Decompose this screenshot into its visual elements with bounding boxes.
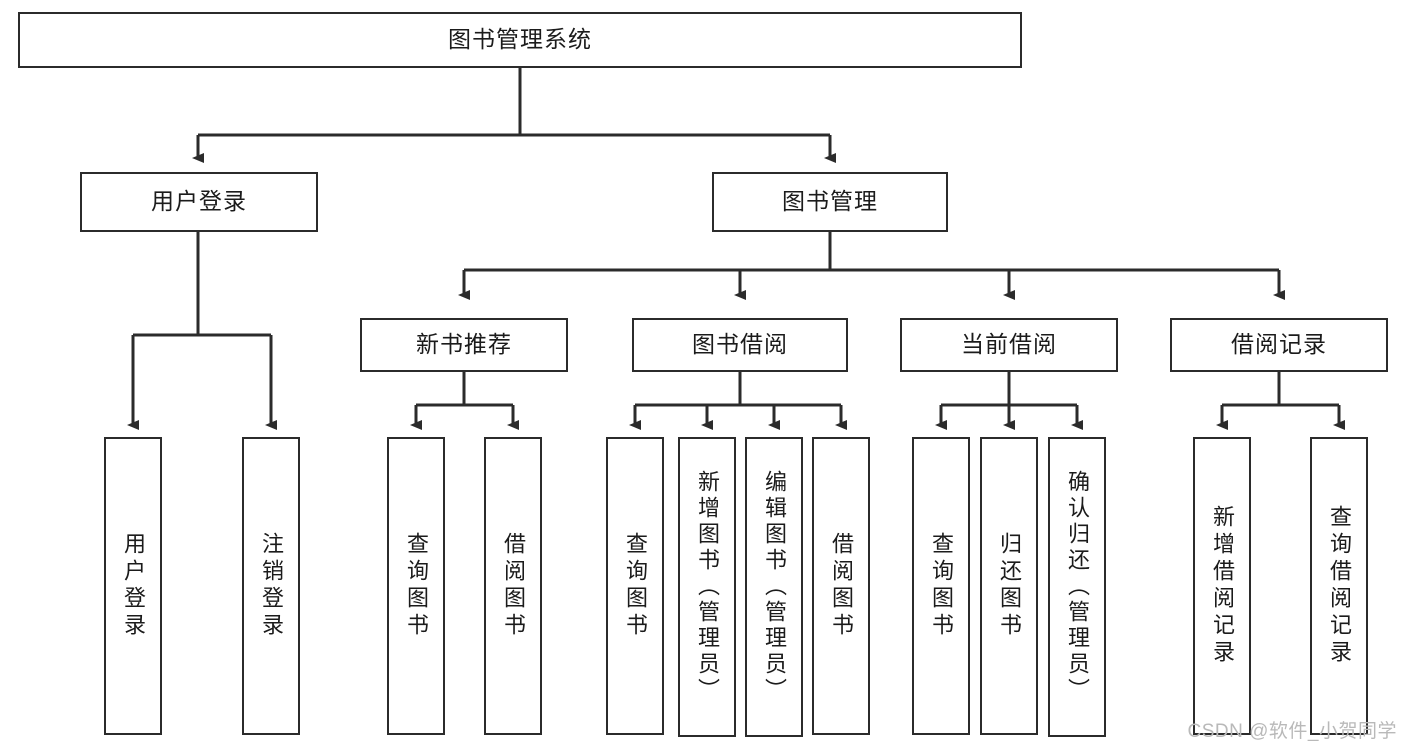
leaf-borrow-record-add-label: 新增借阅记录 bbox=[1210, 505, 1235, 667]
node-book-borrow-label: 图书借阅 bbox=[692, 331, 788, 358]
watermark: CSDN @软件_小贺同学 bbox=[1187, 721, 1397, 742]
node-user-login-label: 用户登录 bbox=[151, 188, 247, 215]
leaf-current-borrow-confirm-label: 确认归还（管理员） bbox=[1065, 470, 1090, 704]
leaf-new-book-query[interactable]: 查询图书 bbox=[387, 437, 445, 735]
leaf-book-borrow-add-label: 新增图书（管理员） bbox=[695, 470, 720, 704]
node-current-borrow[interactable]: 当前借阅 bbox=[900, 318, 1118, 372]
leaf-book-borrow-borrow-label: 借阅图书 bbox=[829, 532, 854, 640]
leaf-user-login-login-label: 用户登录 bbox=[121, 532, 146, 640]
node-root-label: 图书管理系统 bbox=[448, 26, 592, 53]
leaf-book-borrow-edit[interactable]: 编辑图书（管理员） bbox=[745, 437, 803, 737]
leaf-book-borrow-borrow[interactable]: 借阅图书 bbox=[812, 437, 870, 735]
leaf-borrow-record-query[interactable]: 查询借阅记录 bbox=[1310, 437, 1368, 735]
leaf-current-borrow-confirm[interactable]: 确认归还（管理员） bbox=[1048, 437, 1106, 737]
leaf-current-borrow-query[interactable]: 查询图书 bbox=[912, 437, 970, 735]
node-new-book-recommend-label: 新书推荐 bbox=[416, 331, 512, 358]
node-new-book-recommend[interactable]: 新书推荐 bbox=[360, 318, 568, 372]
leaf-borrow-record-add[interactable]: 新增借阅记录 bbox=[1193, 437, 1251, 735]
leaf-book-borrow-query[interactable]: 查询图书 bbox=[606, 437, 664, 735]
leaf-user-login-login[interactable]: 用户登录 bbox=[104, 437, 162, 735]
leaf-current-borrow-return[interactable]: 归还图书 bbox=[980, 437, 1038, 735]
node-user-login[interactable]: 用户登录 bbox=[80, 172, 318, 232]
node-book-management[interactable]: 图书管理 bbox=[712, 172, 948, 232]
leaf-book-borrow-edit-label: 编辑图书（管理员） bbox=[762, 470, 787, 704]
node-root[interactable]: 图书管理系统 bbox=[18, 12, 1022, 68]
leaf-user-login-logout[interactable]: 注销登录 bbox=[242, 437, 300, 735]
node-borrow-record[interactable]: 借阅记录 bbox=[1170, 318, 1388, 372]
leaf-book-borrow-query-label: 查询图书 bbox=[623, 532, 648, 640]
leaf-new-book-borrow-label: 借阅图书 bbox=[501, 532, 526, 640]
node-current-borrow-label: 当前借阅 bbox=[961, 331, 1057, 358]
node-book-borrow[interactable]: 图书借阅 bbox=[632, 318, 848, 372]
node-borrow-record-label: 借阅记录 bbox=[1231, 331, 1327, 358]
leaf-user-login-logout-label: 注销登录 bbox=[259, 532, 284, 640]
leaf-book-borrow-add[interactable]: 新增图书（管理员） bbox=[678, 437, 736, 737]
leaf-borrow-record-query-label: 查询借阅记录 bbox=[1327, 505, 1352, 667]
leaf-new-book-query-label: 查询图书 bbox=[404, 532, 429, 640]
leaf-current-borrow-query-label: 查询图书 bbox=[929, 532, 954, 640]
node-book-management-label: 图书管理 bbox=[782, 188, 878, 215]
leaf-new-book-borrow[interactable]: 借阅图书 bbox=[484, 437, 542, 735]
leaf-current-borrow-return-label: 归还图书 bbox=[997, 532, 1022, 640]
